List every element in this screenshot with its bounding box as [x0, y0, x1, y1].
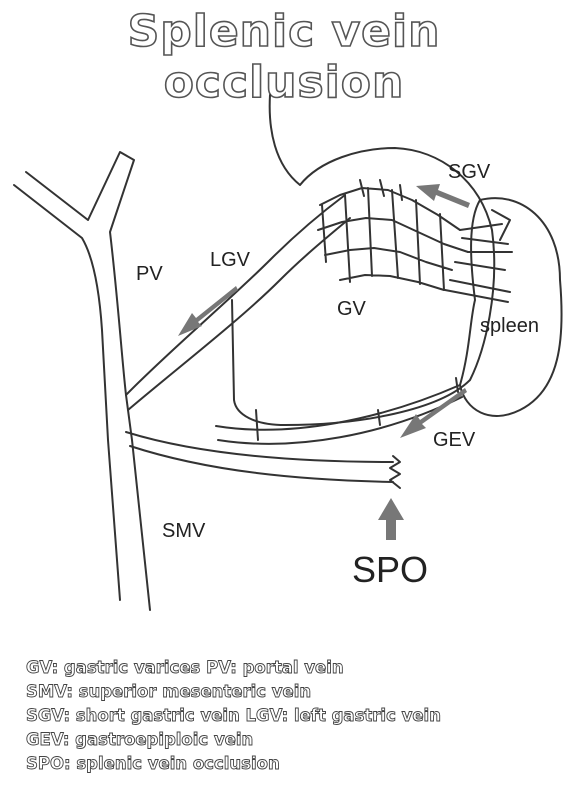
lgv-arrow: [178, 286, 238, 336]
occlusion-zigzag: [390, 456, 400, 488]
legend: GV: gastric varices PV: portal vein SMV:…: [26, 656, 566, 776]
legend-row: SMV: superior mesenteric vein: [26, 680, 566, 704]
gev-branch-2: [378, 410, 380, 425]
splenic-vein-upper: [126, 432, 393, 462]
legend-row: SPO: splenic vein occlusion: [26, 752, 566, 776]
splenic-vein-lower: [130, 446, 393, 482]
label-gv: GV: [337, 298, 367, 320]
lgv-vessel-lower: [128, 218, 350, 410]
sgv-arrow: [416, 184, 470, 208]
legend-row: SGV: short gastric vein LGV: left gastri…: [26, 704, 566, 728]
label-sgv: SGV: [448, 161, 491, 183]
gev-branch-1: [256, 410, 258, 440]
gev-vessel-upper: [216, 385, 460, 430]
spo-arrow: [378, 498, 404, 540]
lgv-vessel-upper: [126, 195, 345, 395]
label-gev: GEV: [433, 429, 476, 451]
splenic-vein-diagram: PV LGV GV SGV spleen GEV SMV SPO: [0, 0, 568, 650]
label-spleen: spleen: [480, 315, 539, 337]
label-smv: SMV: [162, 520, 206, 542]
label-spo: SPO: [352, 549, 428, 590]
legend-row: GEV: gastroepiploic vein: [26, 728, 566, 752]
legend-row: GV: gastric varices PV: portal vein: [26, 656, 566, 680]
short-gastric-branches: [445, 210, 512, 302]
portal-vein-left-wall: [14, 185, 120, 600]
label-lgv: LGV: [210, 249, 251, 271]
label-pv: PV: [136, 263, 163, 285]
spleen-outline: [460, 198, 562, 416]
portal-vein-right-wall: [26, 152, 150, 610]
